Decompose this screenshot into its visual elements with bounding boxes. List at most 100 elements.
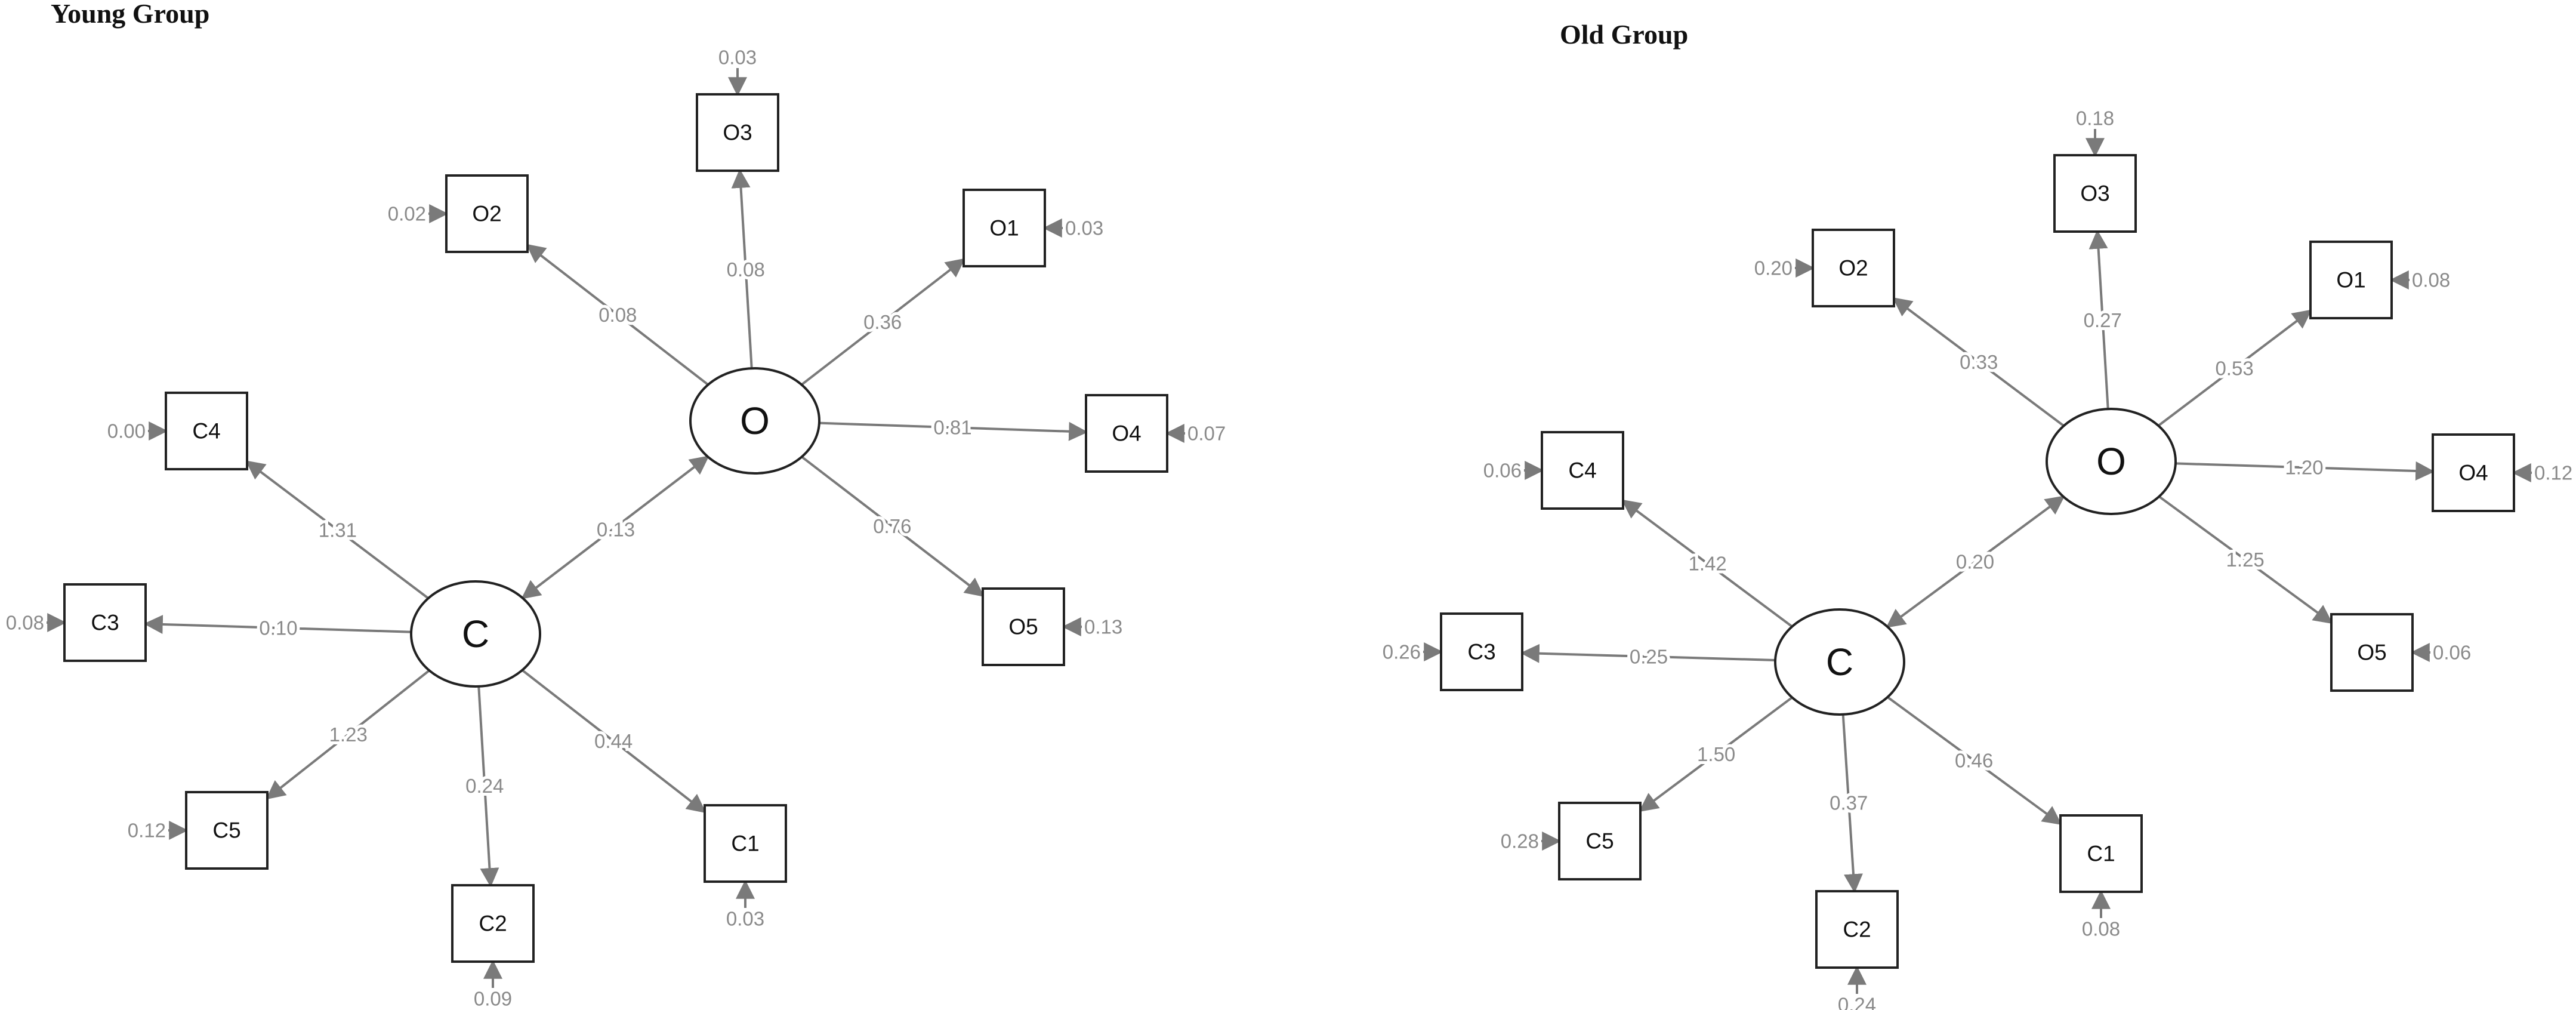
indicator-label-old-c5: C5	[1585, 829, 1614, 854]
indicator-box-young-o3	[696, 93, 779, 172]
latent-node-young-c	[410, 580, 541, 688]
loading-label-young-o2: 0.08	[599, 304, 637, 326]
loading-label-young-c1: 0.44	[594, 730, 633, 752]
loading-label-old-o5: 1.25	[2226, 549, 2265, 571]
residual-label-old-c3: 0.26	[1383, 641, 1421, 663]
residual-label-old-c2: 0.24	[1838, 994, 1876, 1010]
indicator-label-young-o3: O3	[723, 121, 752, 145]
loading-arrow-young-c5	[266, 669, 430, 800]
indicator-label-old-c1: C1	[2087, 842, 2115, 866]
loading-arrow-young-o1	[801, 258, 965, 386]
indicator-box-young-c4	[165, 392, 248, 470]
covariance-arrow-old	[1886, 495, 2065, 628]
loading-arrow-old-c1	[1887, 696, 2062, 826]
indicator-box-old-o3	[2053, 154, 2137, 233]
residual-label-young-c5: 0.12	[128, 820, 166, 842]
indicator-label-young-c1: C1	[731, 832, 759, 856]
indicator-label-young-o4: O4	[1112, 421, 1141, 446]
indicator-box-old-c1	[2059, 814, 2143, 893]
residual-label-young-o3: 0.03	[718, 47, 757, 69]
loading-label-old-c4: 1.42	[1689, 553, 1727, 575]
loading-arrow-old-o2	[1892, 297, 2065, 427]
indicator-box-young-c1	[704, 804, 787, 883]
young-group-title: Young Group	[51, 0, 210, 29]
indicator-box-old-c5	[1558, 802, 1642, 880]
loading-arrow-young-c4	[245, 460, 429, 599]
latent-label-old-o: O	[2096, 440, 2126, 483]
residual-label-young-c2: 0.09	[474, 988, 512, 1010]
residual-label-young-o4: 0.07	[1187, 423, 1226, 445]
indicator-box-old-c3	[1440, 612, 1523, 691]
residual-label-old-c1: 0.08	[2082, 918, 2120, 940]
loading-arrow-young-o3	[731, 168, 753, 369]
loading-arrow-old-o4	[2175, 461, 2435, 481]
loading-label-old-c5: 1.50	[1697, 743, 1735, 765]
indicator-box-young-c2	[451, 884, 535, 963]
loading-label-young-o3: 0.08	[727, 258, 765, 281]
loading-arrow-old-c5	[1639, 696, 1793, 812]
loading-label-old-c2: 0.37	[1830, 792, 1868, 814]
loading-arrow-young-o2	[526, 244, 709, 386]
indicator-label-young-c2: C2	[479, 912, 507, 936]
loading-label-young-c3: 0.10	[259, 617, 297, 639]
old-group-title: Old Group	[1560, 19, 1689, 50]
covariance-label-young: 0.13	[597, 519, 635, 541]
loading-arrow-old-c3	[1520, 643, 1776, 663]
residual-label-old-o5: 0.06	[2433, 642, 2471, 664]
residual-label-old-c5: 0.28	[1501, 830, 1539, 852]
residual-label-old-o3: 0.18	[2076, 107, 2114, 130]
indicator-label-old-o3: O3	[2080, 181, 2109, 206]
residual-label-old-o4: 0.12	[2534, 462, 2572, 484]
loading-label-young-o5: 0.76	[873, 515, 911, 537]
indicator-box-young-o5	[982, 587, 1065, 666]
residual-label-young-c4: 0.00	[107, 420, 146, 442]
loading-arrow-young-c3	[143, 614, 412, 634]
latent-node-young-o	[689, 367, 820, 475]
latent-label-old-c: C	[1826, 641, 1853, 683]
loading-label-old-c3: 0.25	[1630, 645, 1668, 667]
residual-label-young-c3: 0.08	[6, 612, 44, 634]
indicator-box-young-c3	[63, 583, 147, 662]
loading-label-old-o3: 0.27	[2084, 309, 2122, 331]
loading-arrow-young-c1	[521, 669, 707, 814]
loading-label-old-o4: 1.20	[2285, 457, 2323, 479]
loading-label-young-o1: 0.36	[863, 311, 902, 333]
loading-label-young-c4: 1.31	[319, 519, 357, 541]
residual-label-old-o2: 0.20	[1754, 257, 1793, 279]
loading-arrow-old-o5	[2158, 495, 2333, 624]
indicator-box-old-c2	[1815, 890, 1899, 969]
loading-arrow-old-o1	[2157, 309, 2312, 427]
indicator-label-young-c4: C4	[192, 419, 220, 444]
loading-arrow-young-c2	[477, 686, 499, 888]
residual-label-old-o1: 0.08	[2412, 269, 2450, 291]
indicator-label-young-c3: C3	[91, 611, 119, 635]
indicator-label-young-o2: O2	[472, 202, 501, 226]
covariance-arrow-young	[521, 455, 709, 599]
residual-label-old-c4: 0.06	[1483, 460, 1522, 482]
indicator-label-old-o4: O4	[2458, 461, 2488, 485]
indicator-label-young-o5: O5	[1008, 615, 1038, 639]
loading-label-old-c1: 0.46	[1955, 750, 1993, 772]
loading-arrow-young-o5	[801, 455, 985, 597]
loading-arrow-old-c2	[1841, 714, 1863, 894]
indicator-label-old-o5: O5	[2357, 641, 2386, 665]
loading-label-old-o2: 0.33	[1960, 351, 1998, 373]
indicator-box-young-o4	[1085, 394, 1168, 473]
residual-label-young-o2: 0.02	[388, 203, 426, 225]
indicator-label-young-c5: C5	[212, 818, 240, 843]
indicator-label-old-c4: C4	[1568, 458, 1596, 483]
latent-label-young-o: O	[740, 399, 770, 442]
indicator-box-old-o1	[2309, 241, 2393, 319]
latent-node-old-c	[1774, 608, 1905, 716]
loading-arrow-old-c4	[1621, 499, 1793, 628]
indicator-box-old-c4	[1541, 431, 1624, 510]
indicator-label-old-c2: C2	[1843, 917, 1871, 942]
indicator-label-old-o2: O2	[1838, 256, 1868, 281]
loading-label-young-o4: 0.81	[933, 417, 971, 439]
residual-label-young-o1: 0.03	[1065, 217, 1103, 239]
latent-label-young-c: C	[462, 612, 489, 655]
indicator-box-old-o5	[2330, 613, 2414, 692]
loading-label-young-c2: 0.24	[465, 775, 504, 797]
indicator-box-young-c5	[185, 791, 269, 870]
